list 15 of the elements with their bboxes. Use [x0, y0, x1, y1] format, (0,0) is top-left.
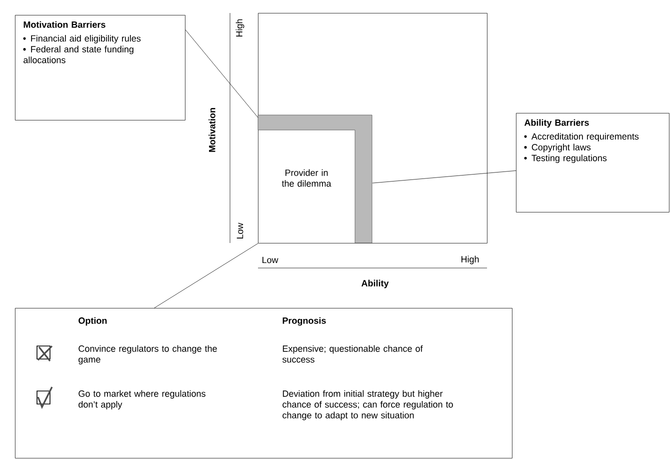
axis-label: Low	[262, 256, 278, 264]
axis-label: Ability	[361, 280, 389, 288]
leader-line	[154, 243, 258, 308]
leader-line	[185, 30, 258, 118]
barrier-box: Ability Barriers Accreditation requirements Copyright laws Testing regulations	[516, 113, 670, 212]
barrier-band	[258, 114, 372, 244]
leader-line	[372, 170, 516, 184]
chart-frame	[258, 13, 488, 244]
axis-label: Motivation	[208, 108, 216, 152]
axis-label: High	[462, 256, 479, 264]
barrier-box: Motivation Barriers Financial aid eligibility rules Federal and state funding allocations	[15, 15, 186, 120]
axis-label: Low	[236, 222, 244, 239]
axis-label: High	[236, 19, 244, 37]
options-table: Option Prognosis Convince regulators to change the game Expensive; questionable chance of success Go to market where regulations don’t apply Deviation from initial strategy but higher chance of success; can force regulation to change to adapt to new situation	[15, 308, 512, 458]
dilemma-region: Provider in the dilemma	[282, 169, 332, 187]
